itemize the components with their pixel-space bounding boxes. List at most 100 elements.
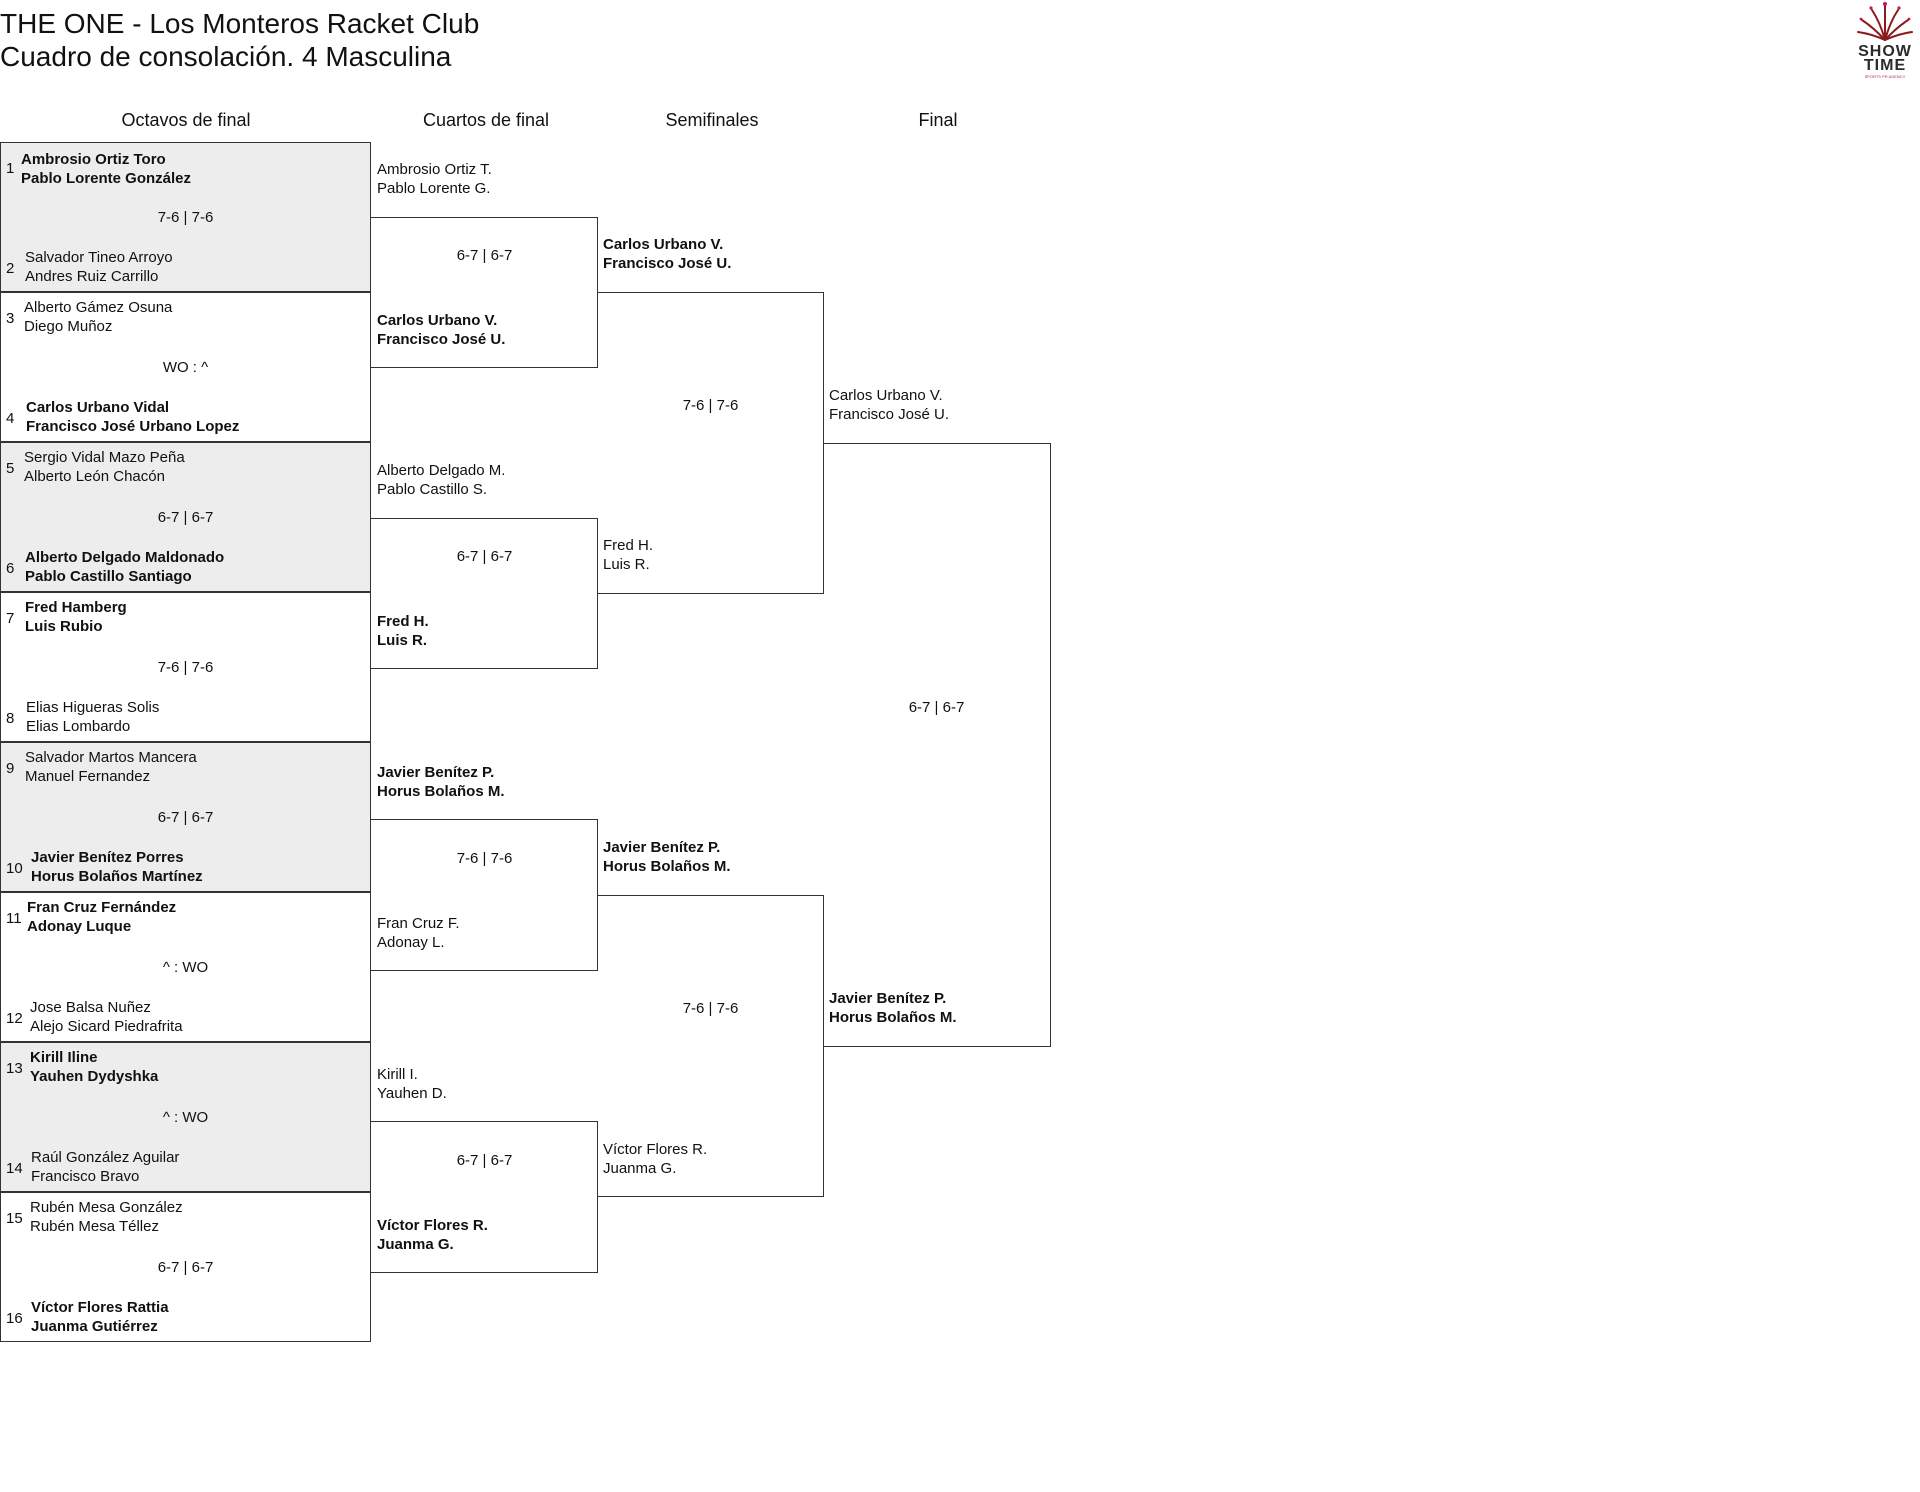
team-names: Elias Higueras Solis Elias Lombardo xyxy=(26,698,159,736)
octavos-match-8: 15 Rubén Mesa González Rubén Mesa Téllez… xyxy=(0,1192,371,1342)
team-names: Fran Cruz Fernández Adonay Luque xyxy=(27,898,176,936)
final-bottom: Javier Benítez P. Horus Bolaños M. xyxy=(829,989,957,1027)
player-name: Carlos Urbano V. xyxy=(377,312,498,329)
team-names: Ambrosio Ortiz Toro Pablo Lorente Gonzál… xyxy=(21,150,191,188)
cuartos-1-top: Ambrosio Ortiz T. Pablo Lorente G. xyxy=(377,160,492,198)
player-name: Alberto Gámez Osuna xyxy=(24,299,173,316)
cuartos-bracket-4 xyxy=(371,1121,598,1273)
player-name: Víctor Flores Rattia xyxy=(31,1299,169,1316)
player-name: Pablo Lorente G. xyxy=(377,180,491,197)
octavos-match-6: 11 Fran Cruz Fernández Adonay Luque ^ : … xyxy=(0,892,371,1042)
round-header-final: Final xyxy=(918,110,958,130)
match-score: ^ : WO xyxy=(162,959,209,976)
seed-number: 9 xyxy=(6,760,15,777)
round-header-octavos: Octavos de final xyxy=(121,110,251,130)
match-score: WO : ^ xyxy=(162,359,209,376)
round-header-cuartos: Cuartos de final xyxy=(422,110,550,130)
match-score: 6-7 | 6-7 xyxy=(157,509,214,526)
cuartos-1-score: 6-7 | 6-7 xyxy=(456,247,513,264)
player-name: Kirill I. xyxy=(377,1066,418,1083)
final-bracket xyxy=(823,443,1051,1047)
logo-line-1: SHOW xyxy=(1858,43,1912,60)
match-score: ^ : WO xyxy=(162,1109,209,1126)
player-name: Carlos Urbano V. xyxy=(829,387,943,404)
player-name: Elias Higueras Solis xyxy=(26,699,160,716)
player-name: Francisco José Urbano Lopez xyxy=(26,418,240,435)
semis-1-score: 7-6 | 7-6 xyxy=(682,397,739,414)
player-name: Javier Benítez Porres xyxy=(31,849,184,866)
firework-icon xyxy=(1857,2,1913,41)
player-name: Víctor Flores R. xyxy=(377,1217,488,1234)
player-name: Juanma G. xyxy=(377,1236,454,1253)
seed-number: 8 xyxy=(6,710,15,727)
team-names: Fred Hamberg Luis Rubio xyxy=(25,598,127,636)
cuartos-1-bottom: Carlos Urbano V. Francisco José U. xyxy=(377,311,505,349)
player-name: Adonay Luque xyxy=(27,918,132,935)
player-name: Fred H. xyxy=(377,613,429,630)
player-name: Juanma Gutiérrez xyxy=(31,1318,158,1335)
team-names: Rubén Mesa González Rubén Mesa Téllez xyxy=(30,1198,183,1236)
cuartos-2-score: 6-7 | 6-7 xyxy=(456,548,513,565)
player-name: Diego Muñoz xyxy=(24,318,113,335)
logo-line-2: TIME xyxy=(1863,57,1907,74)
octavos-match-5: 9 Salvador Martos Mancera Manuel Fernand… xyxy=(0,742,371,892)
player-name: Horus Bolaños Martínez xyxy=(31,868,203,885)
octavos-match-1: 1 Ambrosio Ortiz Toro Pablo Lorente Gonz… xyxy=(0,142,371,292)
cuartos-3-score: 7-6 | 7-6 xyxy=(456,850,513,867)
cuartos-2-top: Alberto Delgado M. Pablo Castillo S. xyxy=(377,461,505,499)
player-name: Alberto León Chacón xyxy=(24,468,165,485)
team-names: Víctor Flores Rattia Juanma Gutiérrez xyxy=(31,1298,169,1336)
page-subtitle: Cuadro de consolación. 4 Masculina xyxy=(0,41,452,72)
semis-2-score: 7-6 | 7-6 xyxy=(682,1000,739,1017)
semis-1-bottom: Fred H. Luis R. xyxy=(603,536,653,574)
seed-number: 1 xyxy=(6,160,15,177)
cuartos-4-score: 6-7 | 6-7 xyxy=(456,1152,513,1169)
player-name: Fred H. xyxy=(603,537,654,554)
player-name: Pablo Lorente González xyxy=(21,170,192,187)
seed-number: 6 xyxy=(6,560,15,577)
seed-number: 4 xyxy=(6,410,15,427)
player-name: Juanma G. xyxy=(603,1160,677,1177)
player-name: Sergio Vidal Mazo Peña xyxy=(24,449,185,466)
player-name: Adonay L. xyxy=(377,934,445,951)
player-name: Ambrosio Ortiz Toro xyxy=(21,151,166,168)
player-name: Manuel Fernandez xyxy=(25,768,151,785)
player-name: Elias Lombardo xyxy=(26,718,131,735)
player-name: Javier Benítez P. xyxy=(603,839,721,856)
seed-number: 7 xyxy=(6,610,15,627)
cuartos-3-top: Javier Benítez P. Horus Bolaños M. xyxy=(377,763,505,801)
player-name: Horus Bolaños M. xyxy=(377,783,505,800)
player-name: Andres Ruiz Carrillo xyxy=(25,268,159,285)
player-name: Kirill Iline xyxy=(30,1049,98,1066)
player-name: Horus Bolaños M. xyxy=(603,858,731,875)
player-name: Luis R. xyxy=(603,556,650,573)
player-name: Salvador Tineo Arroyo xyxy=(25,249,173,266)
octavos-match-2: 3 Alberto Gámez Osuna Diego Muñoz WO : ^… xyxy=(0,292,371,442)
player-name: Horus Bolaños M. xyxy=(829,1009,957,1026)
player-name: Francisco José U. xyxy=(377,331,506,348)
player-name: Yauhen D. xyxy=(377,1085,447,1102)
team-names: Javier Benítez Porres Horus Bolaños Mart… xyxy=(31,848,203,886)
seed-number: 16 xyxy=(6,1310,23,1327)
player-name: Javier Benítez P. xyxy=(377,764,495,781)
player-name: Alejo Sicard Piedrafrita xyxy=(30,1018,183,1035)
team-names: Alberto Gámez Osuna Diego Muñoz xyxy=(24,298,172,336)
player-name: Francisco José U. xyxy=(829,406,950,423)
seed-number: 10 xyxy=(6,860,23,877)
page-title: THE ONE - Los Monteros Racket Club xyxy=(0,8,480,39)
cuartos-3-bottom: Fran Cruz F. Adonay L. xyxy=(377,914,460,952)
team-names: Alberto Delgado Maldonado Pablo Castillo… xyxy=(25,548,224,586)
semis-2-bottom: Víctor Flores R. Juanma G. xyxy=(603,1140,707,1178)
player-name: Víctor Flores R. xyxy=(603,1141,708,1158)
player-name: Carlos Urbano Vidal xyxy=(26,399,170,416)
seed-number: 14 xyxy=(6,1160,23,1177)
seed-number: 5 xyxy=(6,460,15,477)
match-score: 6-7 | 6-7 xyxy=(157,1259,214,1276)
player-name: Fran Cruz F. xyxy=(377,915,460,932)
player-name: Fran Cruz Fernández xyxy=(27,899,177,916)
cuartos-4-bottom: Víctor Flores R. Juanma G. xyxy=(377,1216,488,1254)
player-name: Raúl González Aguilar xyxy=(31,1149,180,1166)
seed-number: 12 xyxy=(6,1010,23,1027)
team-names: Sergio Vidal Mazo Peña Alberto León Chac… xyxy=(24,448,185,486)
player-name: Rubén Mesa González xyxy=(30,1199,183,1216)
